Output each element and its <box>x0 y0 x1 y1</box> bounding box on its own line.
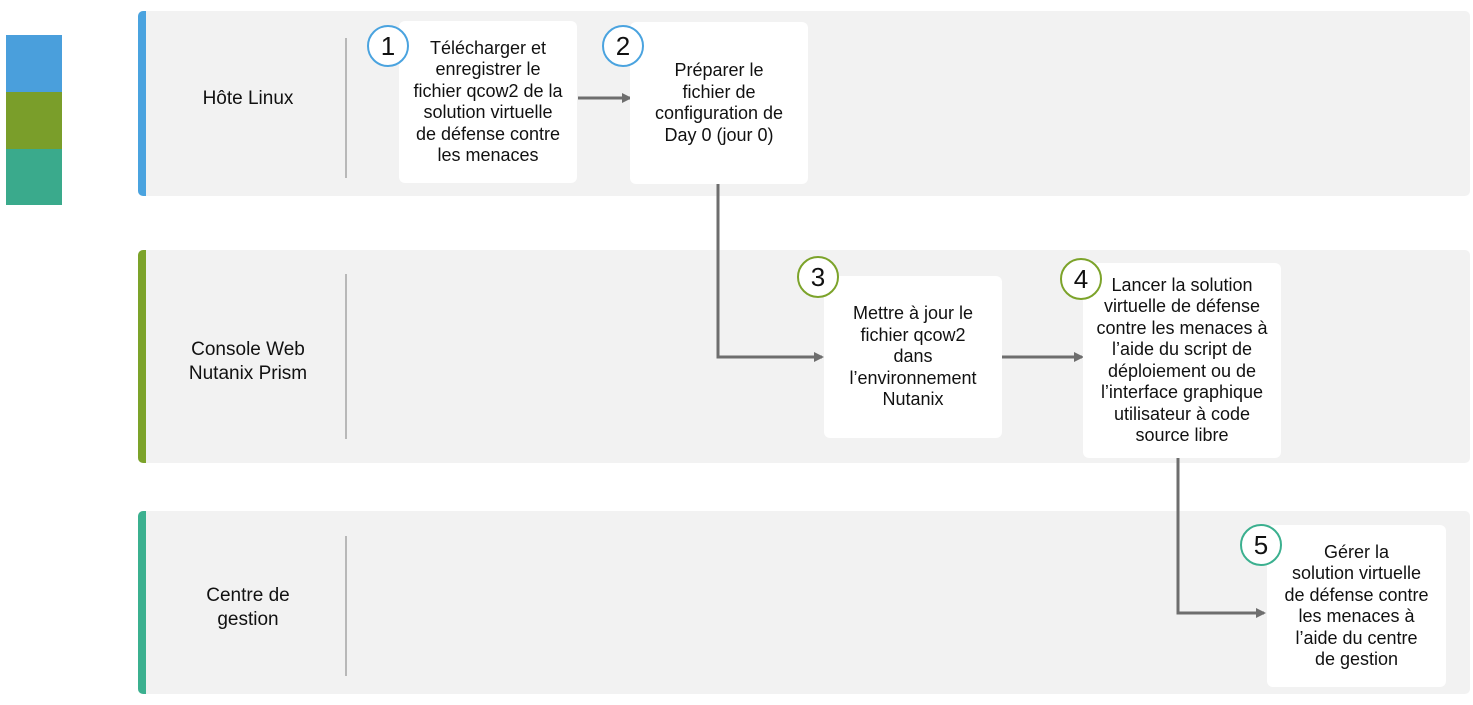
step-1-text: de défense contre <box>415 123 561 144</box>
step-5-text: l’aide du centre <box>1295 627 1418 648</box>
step-1-text: solution virtuelle <box>423 102 553 122</box>
step-3-text: fichier qcow2 <box>860 324 966 345</box>
step-5-text: les menaces à <box>1298 606 1415 626</box>
legend-swatch-olive <box>6 92 62 149</box>
lane-label-linux-host: Hôte Linux <box>158 11 338 186</box>
step-4-number-badge: 4 <box>1060 258 1102 300</box>
step-4-text: déploiement ou de <box>1107 360 1257 381</box>
legend-swatch-blue <box>6 35 62 92</box>
step-1-text: fichier qcow2 de la <box>413 80 563 101</box>
step-5-number-badge: 5 <box>1240 524 1282 566</box>
step-2-text: Day 0 (jour 0) <box>664 124 774 145</box>
step-5-box: Gérer la solution virtuelle de défense c… <box>1267 525 1446 687</box>
lane-separator <box>345 274 347 439</box>
step-5-text: Gérer la <box>1323 541 1390 562</box>
step-4-text: l’aide du script de <box>1111 339 1253 359</box>
step-4-text: virtuelle de défense <box>1103 296 1261 316</box>
step-3-text: l’environnement <box>849 367 977 388</box>
lane-accent-teal <box>138 511 146 694</box>
lane-label-line: Centre de <box>206 585 290 606</box>
step-4-text: Lancer la solution <box>1111 274 1253 295</box>
step-5-text: de gestion <box>1314 649 1399 669</box>
lane-label-line: Hôte Linux <box>202 87 294 109</box>
step-2-number-badge: 2 <box>602 25 644 67</box>
step-1-text: Télécharger et <box>429 37 547 58</box>
step-3-text: Nutanix <box>882 389 944 410</box>
lane-label-management-center: Centre de gestion <box>158 511 338 705</box>
lane-label-line: Console Web <box>191 338 305 360</box>
step-3-number-badge: 3 <box>797 256 839 298</box>
legend-swatch-teal <box>6 149 62 205</box>
lane-label-nutanix-prism: Console Web Nutanix Prism <box>158 250 338 473</box>
step-1-number-badge: 1 <box>367 25 409 67</box>
step-1-box: Télécharger et enregistrer le fichier qc… <box>399 21 577 183</box>
step-2-text: configuration de <box>654 103 784 123</box>
lane-label-line: gestion <box>217 609 279 630</box>
step-2-box: Préparer le fichier de configuration de … <box>630 22 808 184</box>
lane-accent-olive <box>138 250 146 463</box>
step-4-box: Lancer la solution virtuelle de défense … <box>1083 263 1281 458</box>
step-4-text: contre les menaces à <box>1096 317 1268 338</box>
step-2-text: fichier de <box>682 81 756 102</box>
lane-separator <box>345 38 347 178</box>
step-3-text: dans <box>893 346 933 367</box>
step-3-box: Mettre à jour le fichier qcow2 dans l’en… <box>824 276 1002 438</box>
lane-separator <box>345 536 347 676</box>
step-2-text: Préparer le <box>674 60 764 80</box>
step-4-text: source libre <box>1135 425 1229 445</box>
step-3-text: Mettre à jour le <box>852 303 974 324</box>
lane-label-line: Nutanix Prism <box>188 362 308 384</box>
step-4-text: l’interface graphique <box>1100 382 1264 402</box>
step-1-text: les menaces <box>437 145 539 165</box>
lane-accent-blue <box>138 11 146 196</box>
step-5-text: de défense contre <box>1284 584 1429 605</box>
step-1-text: enregistrer le <box>435 59 541 79</box>
step-4-text: utilisateur à code <box>1113 403 1251 424</box>
step-5-text: solution virtuelle <box>1291 563 1422 583</box>
